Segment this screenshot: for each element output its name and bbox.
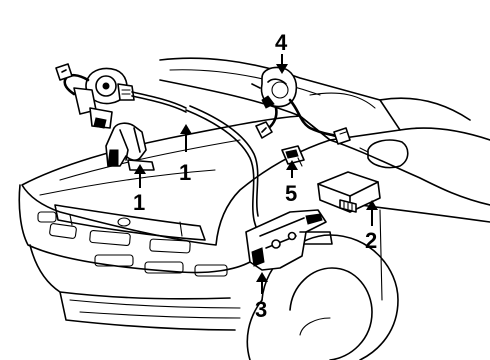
part-5-switch <box>281 145 305 167</box>
callout-3: 3 <box>255 297 267 322</box>
windshield-outline <box>159 57 401 141</box>
part-1-bracket <box>105 122 155 171</box>
part-3-mounting-bracket <box>245 209 333 271</box>
front-bumper <box>18 184 251 274</box>
callout-2: 2 <box>365 228 377 253</box>
actuator-assembly <box>55 63 187 129</box>
lower-vents <box>37 211 228 277</box>
callout-1-cable: 1 <box>179 160 191 185</box>
hood-outline <box>21 115 331 246</box>
part-4-sensor-assembly <box>251 66 351 145</box>
callout-1-bracket: 1 <box>133 190 145 215</box>
side-mirror <box>367 139 409 169</box>
front-grille <box>54 204 206 241</box>
callout-5: 5 <box>285 181 297 206</box>
part-2-control-module <box>317 171 381 213</box>
callout-4: 4 <box>275 30 288 55</box>
callout-arrows <box>134 54 378 294</box>
wiper <box>309 92 376 109</box>
